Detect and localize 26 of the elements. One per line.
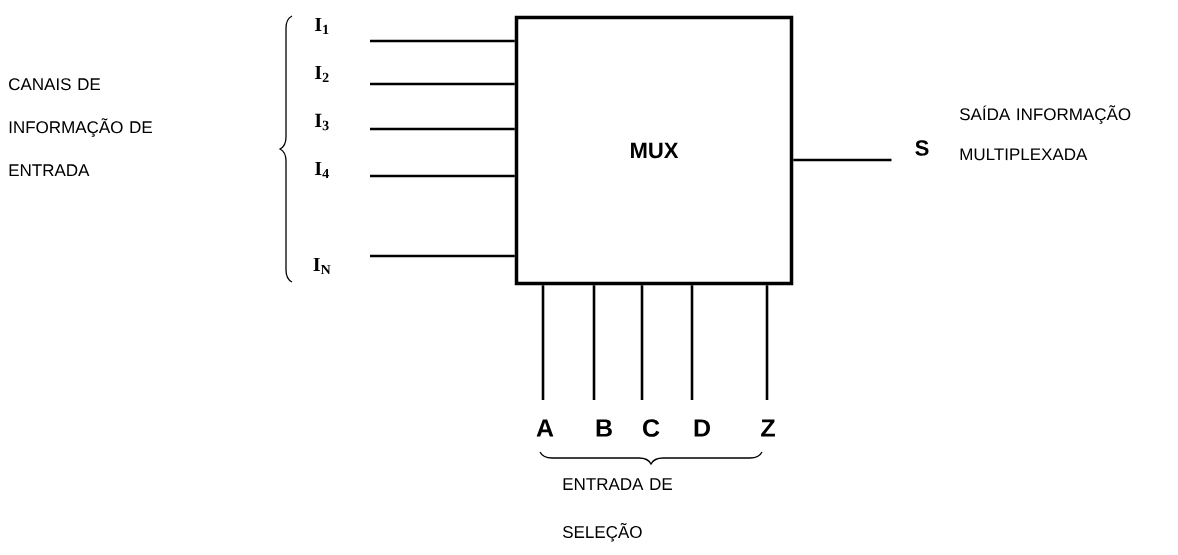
note-text: ENTRADA DE SELEÇÃO (563, 478, 672, 542)
connector-line (765, 285, 769, 400)
input-label: I$_{N}$ (313, 257, 331, 275)
select-label: B (596, 419, 612, 437)
connector-line (370, 254, 515, 258)
note-text: SAÍDA INFORMAÇÃO MULTIPLEXADA (960, 105, 1131, 161)
connector-line (793, 158, 892, 162)
select-label: C (643, 419, 660, 437)
connector-line (370, 127, 515, 131)
mux-block: MUX (514, 15, 794, 286)
connector-line (640, 285, 644, 400)
output-label: S (915, 140, 929, 156)
input-label: I$_{3}$ (315, 113, 329, 131)
input-label: I$_{1}$ (315, 17, 329, 35)
connector-line (370, 174, 515, 178)
connector-line (370, 82, 515, 86)
input-label: I$_{2}$ (315, 65, 329, 83)
input-label: I$_{4}$ (315, 161, 329, 179)
connector-line (370, 39, 515, 43)
select-label: A (536, 419, 554, 437)
connector-line (592, 285, 596, 400)
connector-line (541, 285, 545, 400)
select-label: D (694, 419, 710, 437)
select-label: Z (761, 419, 775, 437)
note-text: CANAIS DE INFORMAÇÃO DE ENTRADA (9, 78, 152, 177)
connector-line (690, 285, 694, 400)
